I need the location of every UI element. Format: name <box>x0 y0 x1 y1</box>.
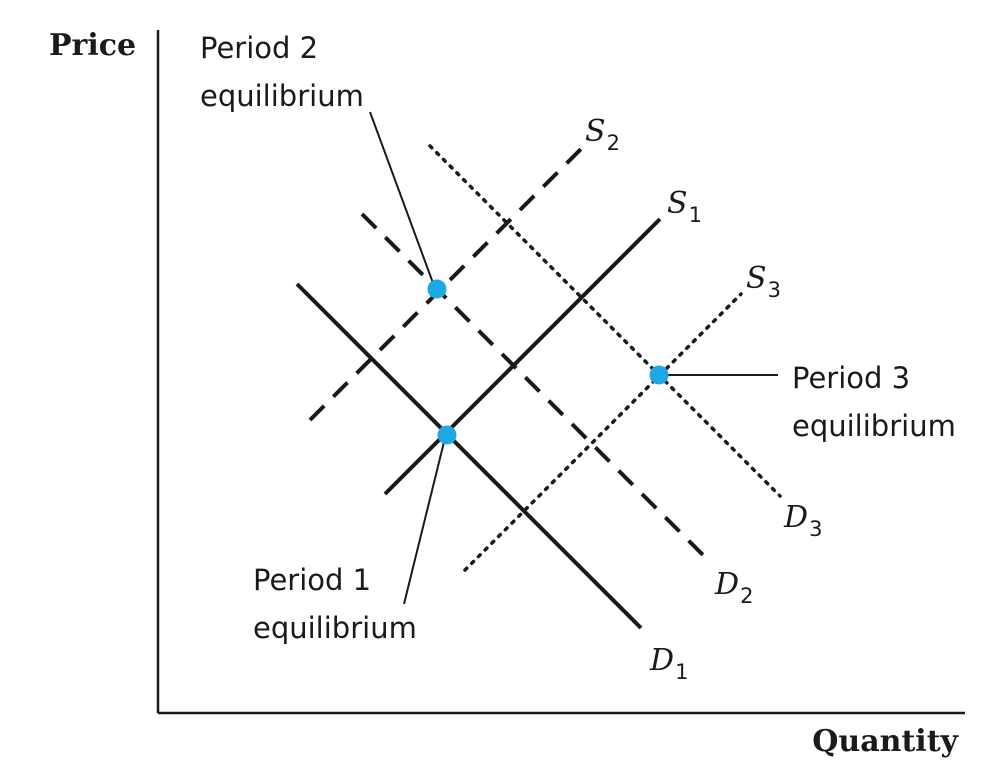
curve-label-s1-letter: S <box>667 186 688 221</box>
equilibrium-points <box>427 279 669 445</box>
callout-period-1-line1: Period 1 <box>253 563 371 597</box>
x-axis-title: Quantity <box>812 724 959 759</box>
curve-label-d3-subscript: 3 <box>809 517 822 541</box>
curve-label-d2-subscript: 2 <box>740 584 753 608</box>
supply-curve-s1 <box>383 217 662 496</box>
callout-period-2: Period 2 equilibrium <box>200 31 364 113</box>
equilibrium-point-period-2 <box>427 279 447 299</box>
callout-period-3-line2: equilibrium <box>792 409 956 443</box>
curve-label-d2: D2 <box>714 567 753 608</box>
curve-label-s2-subscript: 2 <box>607 131 620 155</box>
leader-line-period-2 <box>369 111 434 284</box>
equilibrium-point-period-3 <box>649 365 669 385</box>
supply-curve-s3 <box>463 292 743 572</box>
curve-label-s1: S1 <box>667 186 702 227</box>
curve-labels: S2 S1 S3 D3 D2 D1 <box>585 114 822 684</box>
callout-period-3-line1: Period 3 <box>792 361 910 395</box>
curves <box>295 144 782 630</box>
curve-label-s1-subscript: 1 <box>689 203 702 227</box>
curve-label-d1-subscript: 1 <box>675 660 688 684</box>
y-axis-title: Price <box>49 28 136 63</box>
demand-curve-d3 <box>428 144 782 498</box>
callout-period-3: Period 3 equilibrium <box>792 361 956 443</box>
supply-curve-s2 <box>308 145 585 422</box>
callouts: Period 2 equilibrium Period 3 equilibriu… <box>200 31 956 645</box>
curve-label-d3-letter: D <box>783 500 808 535</box>
curve-label-d2-letter: D <box>714 567 739 602</box>
curve-label-s3-subscript: 3 <box>768 278 781 302</box>
leader-lines <box>369 111 778 605</box>
demand-curve-d1 <box>295 282 643 630</box>
curve-label-d1: D1 <box>649 643 688 684</box>
leader-line-period-1 <box>403 441 445 605</box>
callout-period-1-line2: equilibrium <box>253 611 417 645</box>
callout-period-1: Period 1 equilibrium <box>253 563 417 645</box>
axes: Price Quantity <box>49 28 965 759</box>
equilibrium-point-period-1 <box>437 425 457 445</box>
curve-label-s2: S2 <box>585 114 620 155</box>
callout-period-2-line2: equilibrium <box>200 79 364 113</box>
curve-label-d1-letter: D <box>649 643 674 678</box>
curve-label-s3: S3 <box>746 261 781 302</box>
curve-label-s3-letter: S <box>746 261 767 296</box>
curve-label-s2-letter: S <box>585 114 606 149</box>
curve-label-d3: D3 <box>783 500 822 541</box>
callout-period-2-line1: Period 2 <box>200 31 318 65</box>
demand-curve-d2 <box>360 212 713 565</box>
